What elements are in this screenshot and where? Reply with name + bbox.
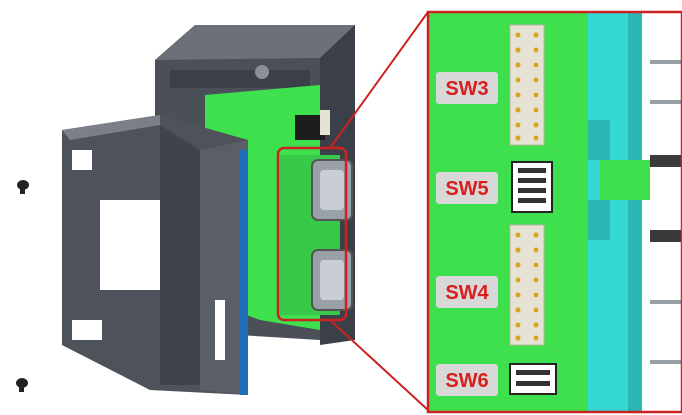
screw-icon: [17, 180, 29, 194]
callout-line: [329, 11, 429, 149]
screw-icon: [16, 378, 28, 392]
highlight-box: [276, 146, 348, 322]
label-sw6: SW6: [436, 364, 498, 396]
front-cover: [62, 115, 248, 395]
jumper-header-icon: [509, 24, 545, 146]
label-sw5: SW5: [436, 172, 498, 204]
label-sw3-text: SW3: [445, 78, 488, 100]
connector-icon: [311, 249, 353, 311]
callout-line: [329, 319, 429, 411]
dip-switch-icon: [509, 363, 557, 395]
label-sw3: SW3: [436, 72, 498, 104]
label-sw4-text: SW4: [445, 282, 489, 304]
label-sw5-text: SW5: [445, 178, 488, 200]
connector-icon: [311, 159, 353, 221]
jumper-header-icon: [509, 224, 545, 346]
dip-switch-icon: [511, 161, 553, 213]
label-sw6-text: SW6: [445, 370, 488, 392]
label-sw4: SW4: [436, 276, 498, 308]
